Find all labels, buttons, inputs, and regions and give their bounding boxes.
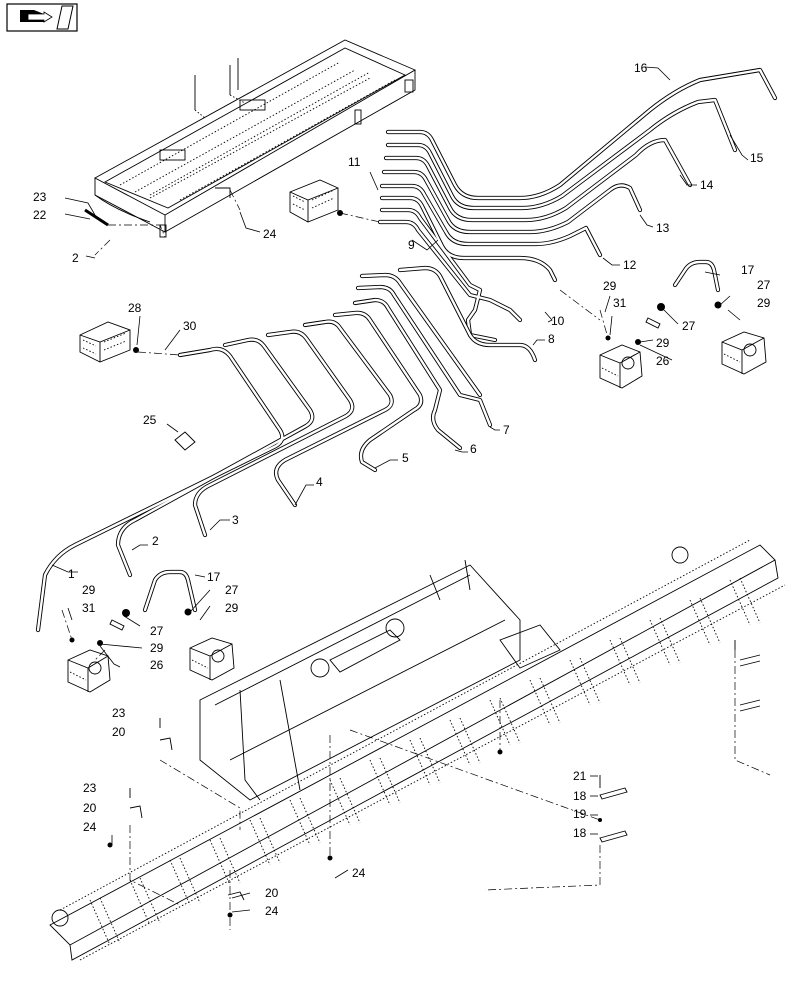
- callout-1: 1: [68, 567, 75, 581]
- callout-labels: 1 2 2 3 4 5 6 7 8 9 10 11 12 13 14 15 16…: [33, 61, 771, 918]
- valve-block-left-b: [189, 637, 235, 681]
- callout-11: 11: [348, 155, 361, 169]
- fittings-right: [559, 289, 722, 345]
- callout-2: 2: [72, 251, 79, 265]
- callout-4: 4: [316, 475, 323, 489]
- callout-27: 27: [225, 583, 239, 597]
- callout-20: 20: [112, 725, 126, 739]
- callout-15: 15: [750, 151, 764, 165]
- callout-16: 16: [634, 61, 648, 75]
- valve-block-right-a: [599, 344, 643, 389]
- valve-block-left-a: [67, 649, 111, 693]
- callout-29: 29: [225, 601, 239, 615]
- tank-frame: [94, 39, 417, 238]
- toolbar-leaders: [129, 650, 771, 930]
- callout-29: 29: [603, 279, 617, 293]
- callout-24: 24: [263, 227, 277, 241]
- jumper-tube-17-left: [142, 569, 198, 613]
- callout-27: 27: [150, 624, 164, 638]
- callout-29: 29: [82, 583, 96, 597]
- hydraulic-tube-bundle-upper: [377, 67, 778, 343]
- callout-27: 27: [757, 278, 771, 292]
- callout-31: 31: [613, 296, 627, 310]
- callout-30: 30: [183, 319, 197, 333]
- valve-block-right-b: [721, 331, 767, 375]
- callout-27: 27: [682, 319, 696, 333]
- callout-24: 24: [83, 820, 97, 834]
- callout-29: 29: [656, 336, 670, 350]
- callout-17: 17: [207, 570, 221, 584]
- callout-8: 8: [548, 332, 555, 346]
- callout-29: 29: [150, 641, 164, 655]
- callout-23: 23: [83, 781, 97, 795]
- callout-5: 5: [402, 451, 409, 465]
- book-arrow-icon[interactable]: [6, 3, 78, 32]
- callout-18: 18: [573, 826, 587, 840]
- callout-29: 29: [757, 296, 771, 310]
- valve-manifold-block-upper: [289, 179, 339, 223]
- valve-manifold-block-lower: [79, 321, 131, 363]
- callout-20: 20: [83, 801, 97, 815]
- callout-18: 18: [573, 789, 587, 803]
- toolbar-hardware: [107, 640, 761, 918]
- part-25-plate: [174, 431, 196, 451]
- callout-7: 7: [503, 423, 510, 437]
- callout-25: 25: [143, 413, 157, 427]
- callout-17: 17: [741, 263, 755, 277]
- hydraulic-tube-bundle-lower: [35, 265, 538, 633]
- callout-3: 3: [232, 513, 239, 527]
- callout-12: 12: [623, 258, 637, 272]
- callout-9: 9: [408, 238, 415, 252]
- callout-31: 31: [82, 601, 96, 615]
- callout-10: 10: [551, 314, 565, 328]
- callout-26: 26: [656, 354, 670, 368]
- toolbar-frame: [49, 539, 786, 961]
- callout-23: 23: [112, 706, 126, 720]
- callout-20: 20: [265, 886, 279, 900]
- fittings-left: [61, 608, 192, 661]
- callout-19: 19: [573, 807, 587, 821]
- callout-2: 2: [152, 534, 159, 548]
- callout-23: 23: [33, 190, 47, 204]
- callout-leaders: [51, 66, 749, 913]
- callout-24: 24: [352, 866, 366, 880]
- callout-6: 6: [470, 442, 477, 456]
- callout-28: 28: [128, 301, 142, 315]
- callout-21: 21: [573, 769, 587, 783]
- callout-22: 22: [33, 208, 47, 222]
- callout-26: 26: [150, 658, 164, 672]
- jumper-tube-17-right: [672, 259, 721, 293]
- callout-14: 14: [700, 178, 714, 192]
- callout-24: 24: [265, 904, 279, 918]
- callout-13: 13: [656, 221, 670, 235]
